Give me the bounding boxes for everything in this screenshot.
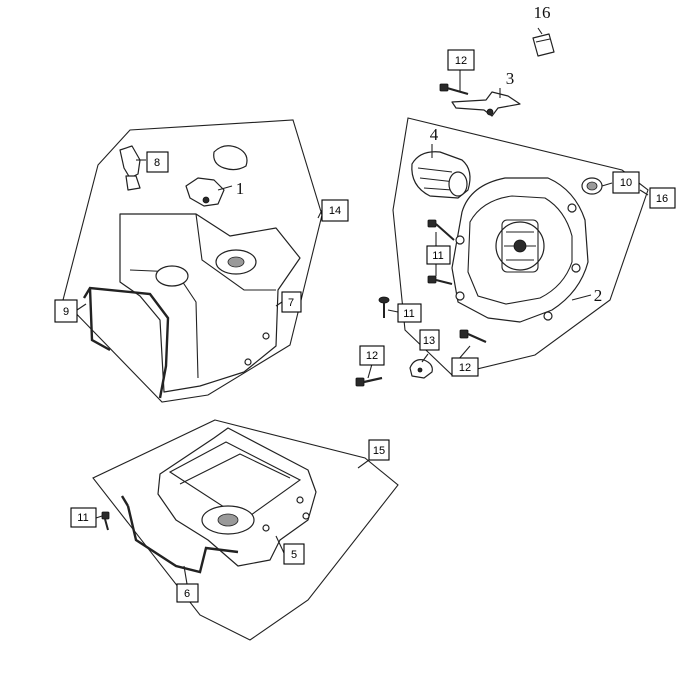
callout-16-top: 16 — [534, 3, 551, 22]
callout-7-text: 7 — [288, 297, 294, 309]
callout-9: 9 — [54, 299, 78, 323]
callout-11-lower-text: 11 — [77, 512, 88, 524]
bolt-12-lower — [355, 376, 383, 387]
callout-2: 2 — [594, 286, 603, 305]
callout-12-lower-text: 12 — [366, 350, 378, 362]
callout-5: 5 — [283, 543, 305, 565]
screw-11-lower — [101, 511, 110, 531]
callout-12-top-text: 12 — [455, 55, 467, 67]
callout-15: 15 — [368, 439, 390, 461]
callout-7: 7 — [281, 291, 302, 313]
callout-16-right: 16 — [649, 187, 676, 209]
part-10-seal — [581, 177, 603, 195]
callout-6-text: 6 — [184, 588, 190, 600]
callout-8-text: 8 — [154, 157, 160, 169]
bolt-11-upper — [427, 219, 455, 241]
screw-11-small — [378, 296, 390, 318]
callout-10-text: 10 — [620, 177, 632, 189]
callout-16-right-text: 16 — [656, 193, 668, 205]
callout-14-text: 14 — [329, 205, 341, 217]
callout-11-cover: 11 — [426, 245, 451, 265]
bolt-12-top — [439, 83, 469, 96]
callout-11-lower: 11 — [70, 507, 97, 528]
callout-12-right-text: 12 — [459, 362, 471, 374]
callout-3-text: 3 — [506, 69, 515, 88]
callout-8: 8 — [146, 151, 169, 173]
group-outline-14 — [62, 119, 323, 403]
part-4-intake-sleeve — [411, 151, 471, 199]
callout-4-text: 4 — [430, 125, 439, 144]
part-1-bracket-cap — [213, 145, 248, 171]
part-9-rod — [82, 286, 170, 399]
part-7-shroud — [119, 213, 301, 393]
callout-9-text: 9 — [63, 306, 69, 318]
callout-1: 1 — [236, 179, 245, 198]
callout-12-lower: 12 — [359, 345, 385, 366]
callout-12-top: 12 — [447, 49, 475, 71]
callout-11-screw-text: 11 — [403, 308, 414, 320]
callout-11-cover-text: 11 — [432, 250, 443, 262]
callout-12-right: 12 — [451, 357, 479, 377]
callout-11-screw: 11 — [397, 303, 422, 323]
part-5-lower-shroud — [157, 427, 317, 567]
bolt-11-middle — [427, 275, 453, 285]
callout-1-text: 1 — [236, 179, 245, 198]
callout-2-text: 2 — [594, 286, 603, 305]
callout-13: 13 — [419, 329, 440, 351]
callout-3: 3 — [506, 69, 515, 88]
callout-14: 14 — [321, 199, 349, 222]
group-outline-15 — [92, 419, 399, 641]
callout-10: 10 — [612, 171, 640, 194]
part-2-fan-cover — [451, 177, 589, 323]
callout-6: 6 — [176, 583, 199, 603]
bolt-12-right — [459, 329, 487, 344]
callout-15-text: 15 — [373, 445, 385, 457]
callout-16-top-text: 16 — [534, 3, 551, 22]
part-13-clip — [409, 359, 433, 379]
part-8-clip — [119, 145, 141, 191]
part-6-rod — [120, 495, 239, 574]
part-3-bracket — [451, 91, 521, 117]
part-1-bracket — [185, 177, 225, 207]
part-16-cap — [532, 33, 555, 57]
callout-5-text: 5 — [291, 549, 297, 561]
callout-4: 4 — [430, 125, 439, 144]
callout-13-text: 13 — [423, 335, 435, 347]
